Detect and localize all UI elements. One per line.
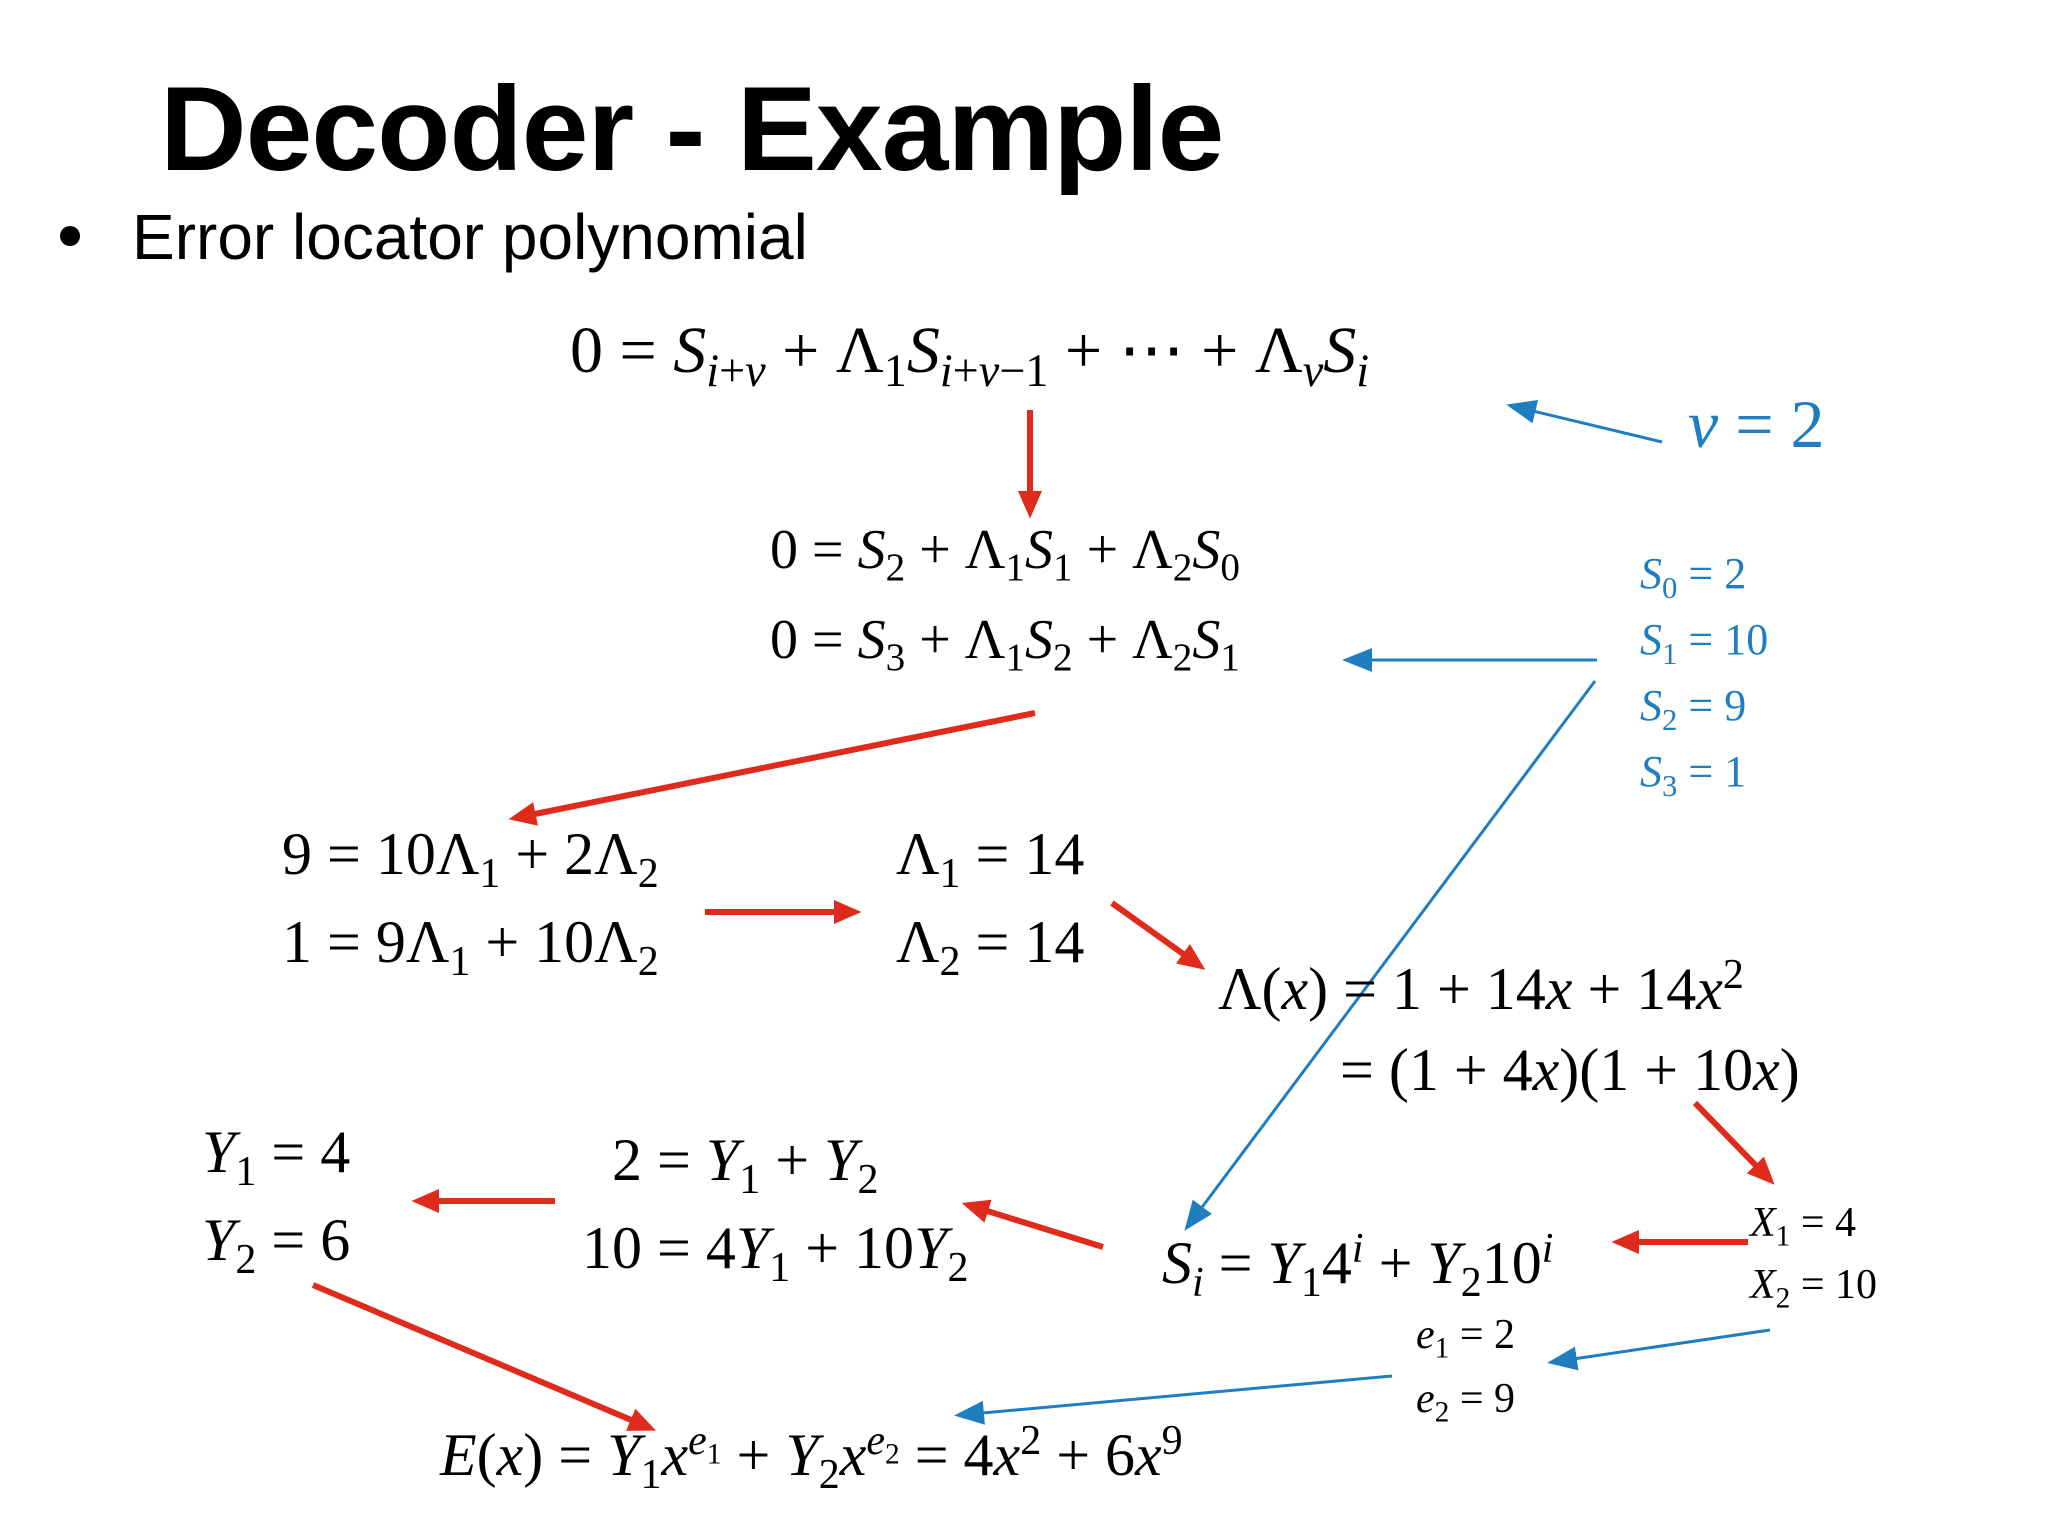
general-equation: 0 = Si+v + Λ1Si+v−1 + ⋯ + ΛvSi — [570, 314, 1370, 397]
syndrome-s2: S2 = 9 — [1640, 681, 1747, 737]
lambda2-value: Λ2 = 14 — [896, 909, 1085, 985]
blue-arrow-v — [1506, 399, 1663, 444]
red-arrow-to-y-system — [961, 1199, 1104, 1250]
y-system-eq2: 10 = 4Y1 + 10Y2 — [582, 1215, 969, 1291]
si-relation: Si = Y14i + Y210i — [1162, 1226, 1554, 1306]
bullet-text: Error locator polynomial — [132, 201, 808, 273]
root-x2: X2 = 10 — [1750, 1262, 1878, 1315]
y2-value: Y2 = 6 — [202, 1207, 351, 1283]
system-eq1: 9 = 10Λ1 + 2Λ2 — [282, 821, 659, 897]
syndrome-s0: S0 = 2 — [1640, 549, 1747, 605]
slide-title: Decoder - Example — [160, 62, 1224, 196]
final-error-polynomial: E(x) = Y1xe1 + Y2xe2 = 4x2 + 6x9 — [440, 1418, 1183, 1498]
syndrome-s1: S1 = 10 — [1640, 615, 1769, 671]
equation-s2: 0 = S2 + Λ1S1 + Λ2S0 — [770, 519, 1240, 590]
root-x1: X1 = 4 — [1750, 1200, 1857, 1253]
lambda1-value: Λ1 = 14 — [896, 821, 1085, 897]
equation-s3: 0 = S3 + Λ1S2 + Λ2S1 — [770, 609, 1240, 680]
system-eq2: 1 = 9Λ1 + 10Λ2 — [282, 909, 659, 985]
lambda-factored: = (1 + 4x)(1 + 10x) — [1340, 1037, 1800, 1103]
blue-arrow-syndromes-to-si — [1184, 680, 1597, 1231]
bullet-item: Error locator polynomial — [60, 200, 808, 274]
v-value: v = 2 — [1688, 386, 1825, 462]
y1-value: Y1 = 4 — [202, 1119, 351, 1195]
blue-arrow-e-to-final — [954, 1374, 1393, 1425]
red-arrow-to-roots — [1692, 1100, 1775, 1185]
error-position-e2: e2 = 9 — [1416, 1376, 1516, 1429]
y-system-eq1: 2 = Y1 + Y2 — [612, 1127, 879, 1203]
syndrome-s3: S3 = 1 — [1640, 747, 1747, 803]
red-arrow-to-system — [508, 710, 1036, 826]
red-arrow-to-poly — [1110, 900, 1206, 970]
lambda-polynomial: Λ(x) = 1 + 14x + 14x2 — [1218, 952, 1744, 1022]
error-position-e1: e1 = 2 — [1416, 1312, 1516, 1365]
bullet-dot — [60, 226, 80, 247]
red-arrow-to-final — [311, 1282, 657, 1431]
blue-arrow-roots-to-e — [1547, 1328, 1771, 1371]
